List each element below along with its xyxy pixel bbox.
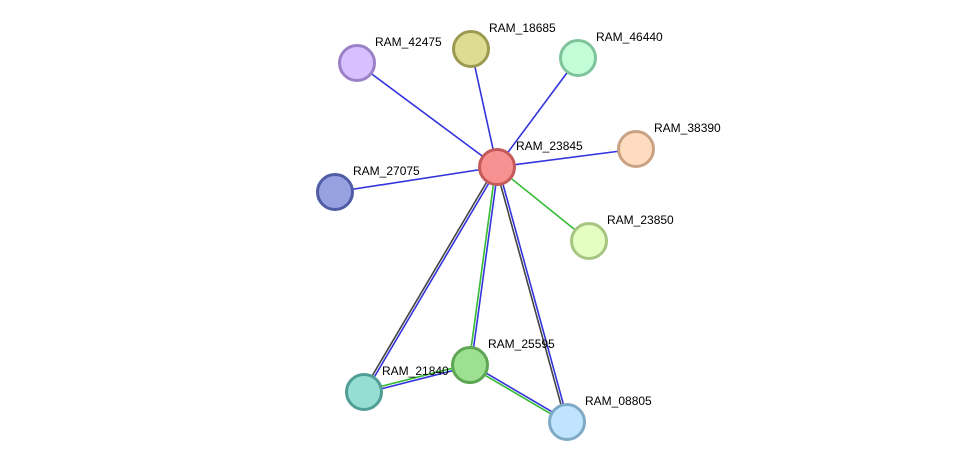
node-label-RAM_08805: RAM_08805 bbox=[585, 394, 652, 408]
edge-RAM_23845-RAM_27075 bbox=[334, 166, 498, 193]
node-layer bbox=[316, 30, 655, 441]
node-label-RAM_38390: RAM_38390 bbox=[654, 121, 721, 135]
node-RAM_18685[interactable] bbox=[452, 30, 490, 68]
node-RAM_21840[interactable] bbox=[345, 373, 383, 411]
node-label-RAM_42475: RAM_42475 bbox=[375, 35, 442, 49]
edge-RAM_23845-RAM_08805 bbox=[497, 166, 569, 422]
node-label-RAM_27075: RAM_27075 bbox=[353, 164, 420, 178]
edge-RAM_23845-RAM_21840 bbox=[364, 167, 499, 394]
node-label-RAM_21840: RAM_21840 bbox=[382, 364, 449, 378]
node-label-RAM_46440: RAM_46440 bbox=[596, 30, 663, 44]
node-RAM_38390[interactable] bbox=[617, 130, 655, 168]
edge-RAM_23845-RAM_46440 bbox=[496, 57, 579, 168]
node-RAM_42475[interactable] bbox=[338, 44, 376, 82]
node-RAM_46440[interactable] bbox=[559, 39, 597, 77]
edge-RAM_23845-RAM_25595 bbox=[468, 166, 497, 365]
edge-RAM_23845-RAM_42475 bbox=[356, 62, 498, 168]
node-RAM_27075[interactable] bbox=[316, 173, 354, 211]
node-RAM_08805[interactable] bbox=[548, 403, 586, 441]
label-layer: RAM_23845 RAM_42475 RAM_18685RAM_46440RAM_… bbox=[353, 21, 721, 408]
edge-RAM_23845-RAM_21840 bbox=[362, 165, 497, 392]
node-RAM_25595[interactable] bbox=[451, 346, 489, 384]
node-label-RAM_18685: RAM_18685 bbox=[489, 21, 556, 35]
edge-RAM_23845-RAM_23850 bbox=[496, 166, 590, 242]
edge-RAM_23845-RAM_38390 bbox=[496, 148, 637, 168]
edge-RAM_23845-RAM_08805 bbox=[495, 167, 567, 423]
node-label-RAM_23845: RAM_23845 bbox=[516, 139, 583, 153]
node-RAM_23850[interactable] bbox=[570, 222, 608, 260]
node-label-RAM_25595: RAM_25595 bbox=[488, 337, 555, 351]
edge-RAM_23845-RAM_18685 bbox=[470, 48, 498, 168]
node-label-RAM_23850: RAM_23850 bbox=[607, 213, 674, 227]
node-RAM_23845[interactable] bbox=[478, 148, 516, 186]
edge-RAM_23845-RAM_25595 bbox=[470, 167, 499, 366]
